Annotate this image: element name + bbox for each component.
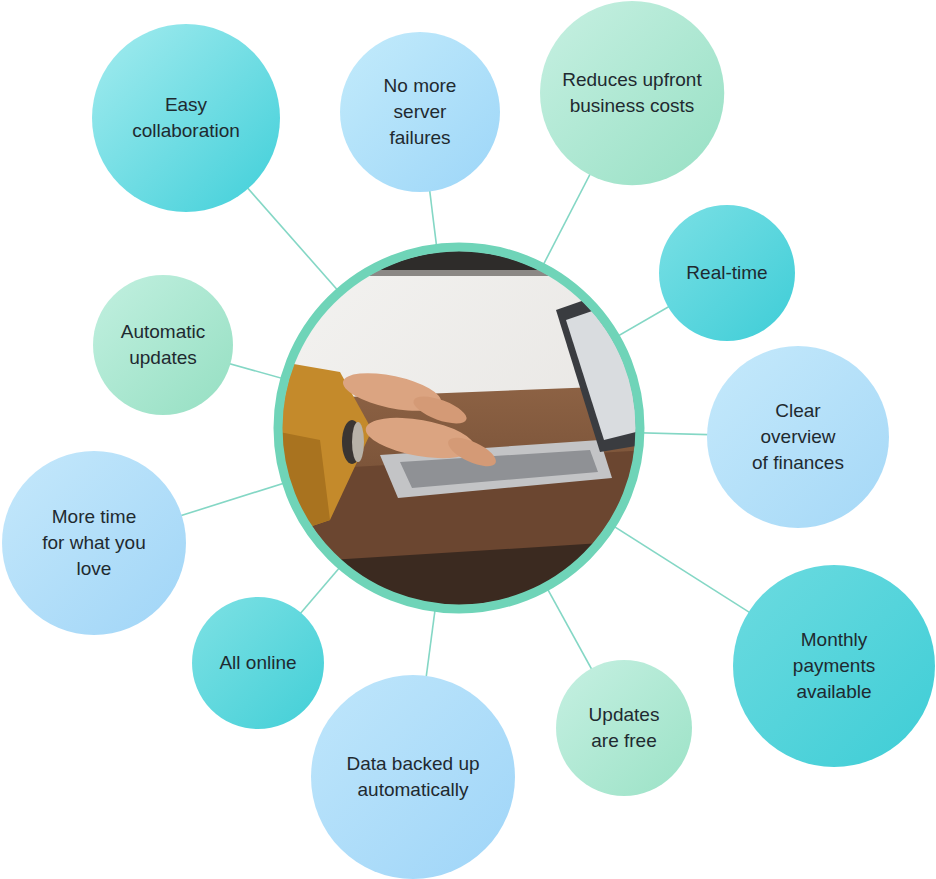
benefit-circle: Easy collaboration [92, 24, 280, 212]
benefit-circle: Reduces upfront business costs [540, 1, 724, 185]
circle-shape [92, 24, 280, 212]
benefit-label: Updates are free [579, 702, 669, 754]
benefit-label: All online [219, 650, 296, 676]
circle-fill [556, 660, 692, 796]
photo-scene [270, 240, 650, 620]
benefit-circle: All online [192, 597, 324, 729]
benefit-label: Real-time [686, 260, 767, 286]
benefit-circle: No more server failures [340, 32, 500, 192]
circle-fill [733, 565, 935, 767]
benefit-label: Data backed up automatically [341, 751, 486, 803]
benefit-circle: Monthly payments available [733, 565, 935, 767]
circle-shape [311, 675, 515, 879]
benefit-circle: Updates are free [556, 660, 692, 796]
benefit-label: Easy collaboration [124, 92, 249, 144]
circle-fill [707, 346, 889, 528]
circle-shape [93, 275, 233, 415]
benefit-circle: Real-time [659, 205, 795, 341]
benefit-label: No more server failures [373, 73, 468, 151]
benefit-label: Monthly payments available [784, 627, 884, 705]
benefit-circle: Data backed up automatically [311, 675, 515, 879]
circle-fill [340, 32, 500, 192]
benefit-circle: More time for what you love [2, 451, 186, 635]
circle-fill [192, 597, 324, 729]
benefit-circle: Clear overview of finances [707, 346, 889, 528]
benefit-label: Clear overview of finances [751, 398, 845, 476]
benefit-label: Reduces upfront business costs [552, 67, 712, 119]
benefit-label: Automatic updates [113, 319, 213, 371]
circle-fill [659, 205, 795, 341]
circle-shape [556, 660, 692, 796]
circle-fill [2, 451, 186, 635]
circle-fill [93, 275, 233, 415]
benefit-label: More time for what you love [39, 504, 149, 582]
circle-fill [92, 24, 280, 212]
benefit-circle: Automatic updates [93, 275, 233, 415]
circle-shape [540, 1, 724, 185]
circle-fill [311, 675, 515, 879]
circle-fill [540, 1, 724, 185]
photo-ring [278, 247, 640, 609]
